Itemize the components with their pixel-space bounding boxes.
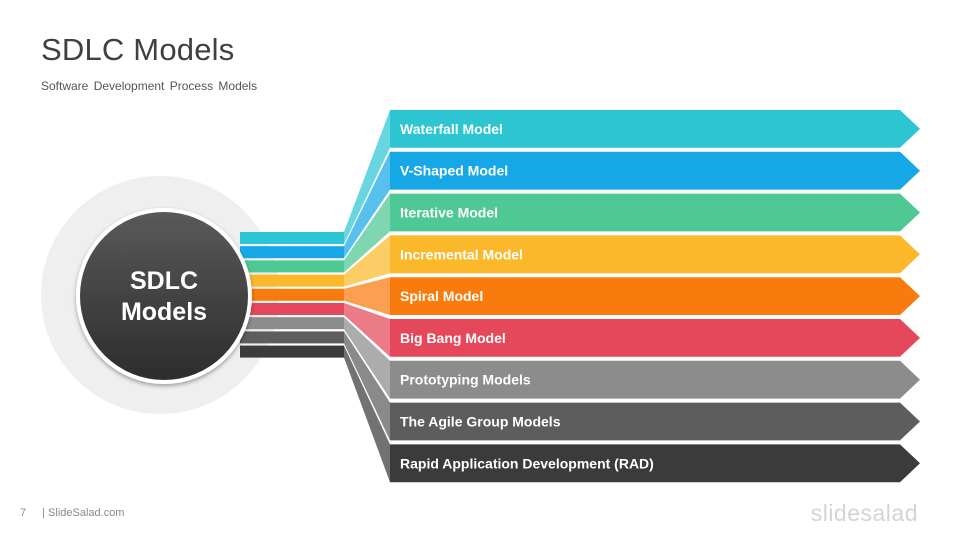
model-label-4: Incremental Model	[400, 246, 523, 262]
connector-arm-6	[240, 303, 344, 315]
model-label-8: The Agile Group Models	[400, 414, 561, 430]
center-circle	[76, 208, 252, 384]
model-arrow-4	[390, 235, 920, 274]
connector-arm-5	[240, 288, 344, 301]
connector-arm-1	[240, 232, 344, 244]
connector-fan-6	[344, 303, 390, 357]
model-arrow-1	[390, 110, 920, 148]
connector-fan-7	[344, 317, 390, 399]
page-number: 7	[20, 507, 27, 519]
model-arrow-3	[390, 193, 920, 232]
connector-arm-4	[240, 274, 344, 287]
center-label-line1: SDLC	[130, 267, 198, 295]
model-label-2: V-Shaped Model	[400, 163, 508, 179]
model-arrow-5	[390, 277, 920, 315]
connector-arm-9	[240, 345, 344, 358]
connector-fan-3	[344, 193, 390, 273]
connector-fan-9	[344, 345, 390, 483]
model-label-9: Rapid Application Development (RAD)	[400, 455, 654, 471]
connector-fan-5	[344, 277, 390, 315]
brand-logo: slidesalad	[810, 500, 918, 526]
connector-arm-7	[240, 317, 344, 330]
connector-arm-8	[240, 331, 344, 344]
model-arrow-8	[390, 402, 920, 441]
center-label-line2: Models	[121, 298, 207, 326]
slide-subtitle: Software Development Process Models	[41, 79, 258, 93]
model-label-7: Prototyping Models	[400, 372, 531, 388]
model-label-6: Big Bang Model	[400, 330, 506, 346]
model-arrow-2	[390, 151, 920, 190]
model-arrow-7	[390, 360, 920, 399]
model-label-1: Waterfall Model	[400, 121, 503, 137]
slide-title: SDLC Models	[41, 32, 235, 67]
model-arrow-6	[390, 319, 920, 357]
footer-site: | SlideSalad.com	[42, 507, 125, 519]
connector-fan-4	[344, 235, 390, 287]
connector-flows	[240, 110, 390, 483]
connector-fan-8	[344, 331, 390, 441]
connector-fan-2	[344, 151, 390, 259]
connector-fan-1	[344, 110, 390, 244]
model-label-5: Spiral Model	[400, 288, 483, 304]
footer: 7 | SlideSalad.com	[20, 507, 124, 519]
model-label-3: Iterative Model	[400, 205, 498, 221]
model-arrow-9	[390, 444, 920, 483]
connector-arm-2	[240, 246, 344, 259]
connector-arm-3	[240, 260, 344, 273]
